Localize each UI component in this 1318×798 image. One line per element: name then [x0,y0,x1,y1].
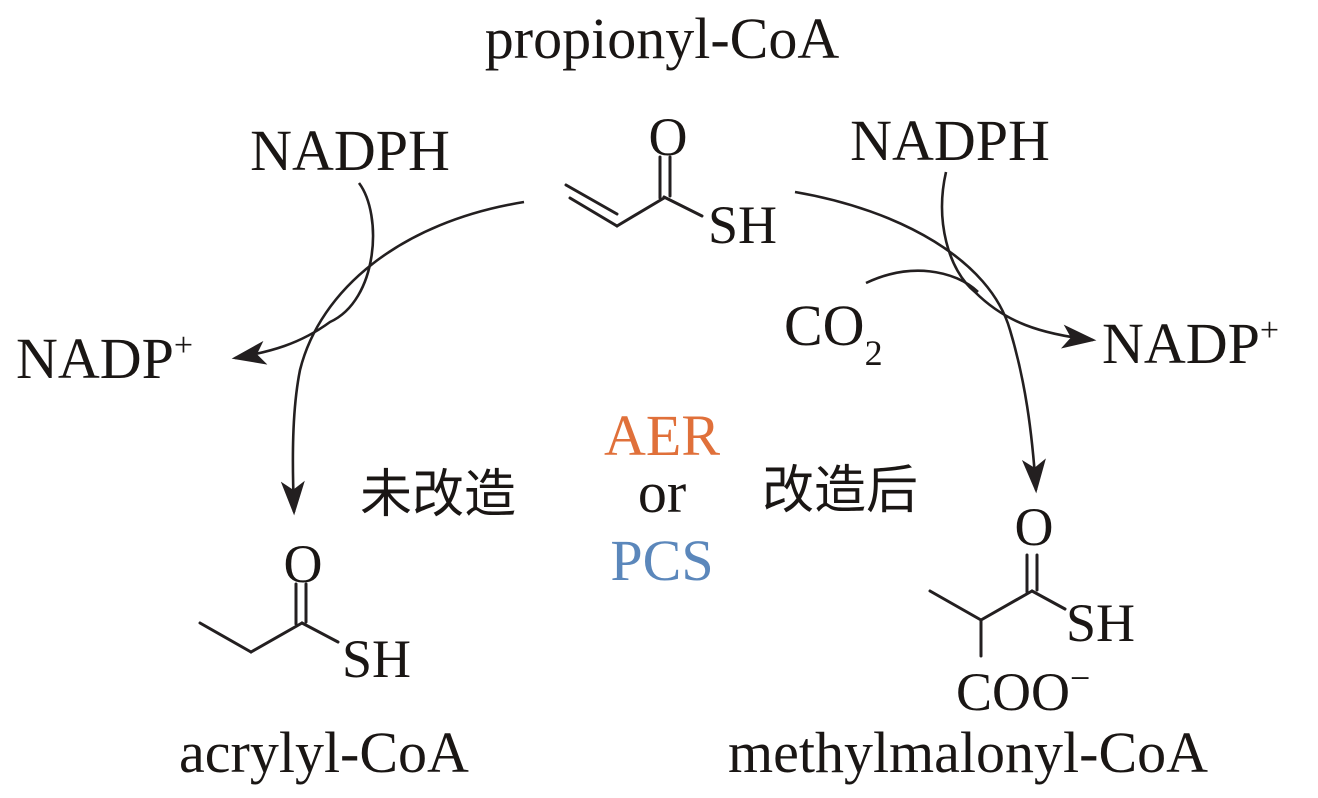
left-nadp-text: NADP [16,326,174,391]
label-modified: 改造后 [762,461,918,521]
center-molecule: O SH [564,107,777,255]
title-propionyl-coa: propionyl-CoA [485,6,840,71]
bond-c-s [662,195,704,218]
enzyme-pcs: PCS [610,528,713,593]
right-product-molecule: O SH COO− [928,497,1135,722]
bond-c-c [979,589,1034,622]
right-product-name: methylmalonyl-CoA [728,720,1208,785]
bond-ethyl-b [249,621,304,654]
right-nadp-text: NADP [1102,311,1260,376]
carboxylate-text: COO [956,662,1070,722]
atom-thiol: SH [342,629,411,689]
atom-oxygen: O [649,107,688,167]
co2-subscript: 2 [865,333,883,373]
atom-thiol: SH [708,195,777,255]
bond-c-c [615,196,666,228]
carboxylate-charge: − [1070,658,1090,698]
atom-oxygen: O [1015,497,1054,557]
right-nadp-charge: + [1260,312,1279,349]
atom-oxygen: O [284,534,323,594]
right-nadp-label: NADP+ [1102,311,1279,376]
arrow-left-nadph-to-nadp [231,182,375,365]
bond-methyl [928,589,983,622]
arrow-right-main [794,190,1046,494]
left-product-name: acrylyl-CoA [179,720,469,785]
left-nadp-label: NADP+ [16,326,193,391]
left-nadp-charge: + [174,327,193,364]
atom-carboxylate: COO− [956,658,1090,722]
label-unmodified: 未改造 [360,465,516,525]
bond-vinyl-double-a [564,183,619,216]
arrow-right-co2-in [865,269,979,293]
arrow-right-nadph-to-nadp [940,171,1097,349]
bond-ethyl-a [198,621,253,654]
bond-c-s [1030,589,1067,611]
bond-vinyl-double-b [568,196,619,228]
enzyme-connector: or [638,460,686,525]
left-product-molecule: O SH [198,534,411,689]
enzyme-aer: AER [604,403,720,468]
right-nadph-label: NADPH [850,108,1050,173]
co2-text: CO [784,293,865,358]
left-nadph-label: NADPH [250,118,450,183]
arrow-left-main [280,200,525,516]
right-co2-label: CO2 [784,293,883,373]
atom-thiol: SH [1066,593,1135,653]
bond-c-s [300,621,340,644]
